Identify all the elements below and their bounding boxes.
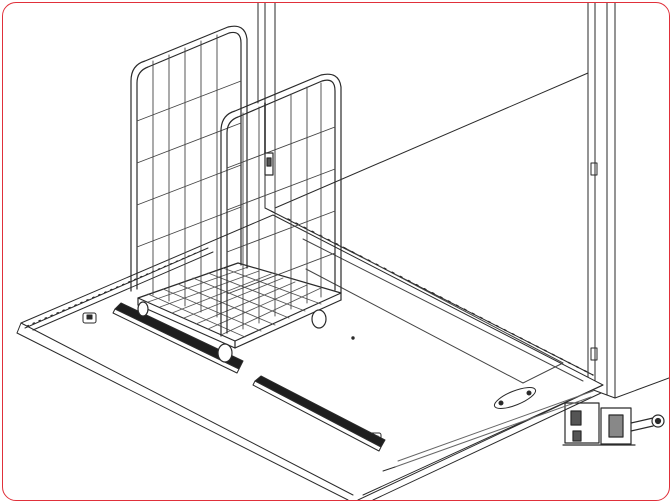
rubber-bumper-icon	[112, 302, 386, 452]
roll-cage-icon	[130, 25, 342, 363]
loading-ramp-icon	[16, 214, 604, 500]
wall-panel	[587, 3, 669, 399]
technical-illustration	[16, 3, 669, 500]
hinge-bracket-icon	[562, 402, 665, 446]
